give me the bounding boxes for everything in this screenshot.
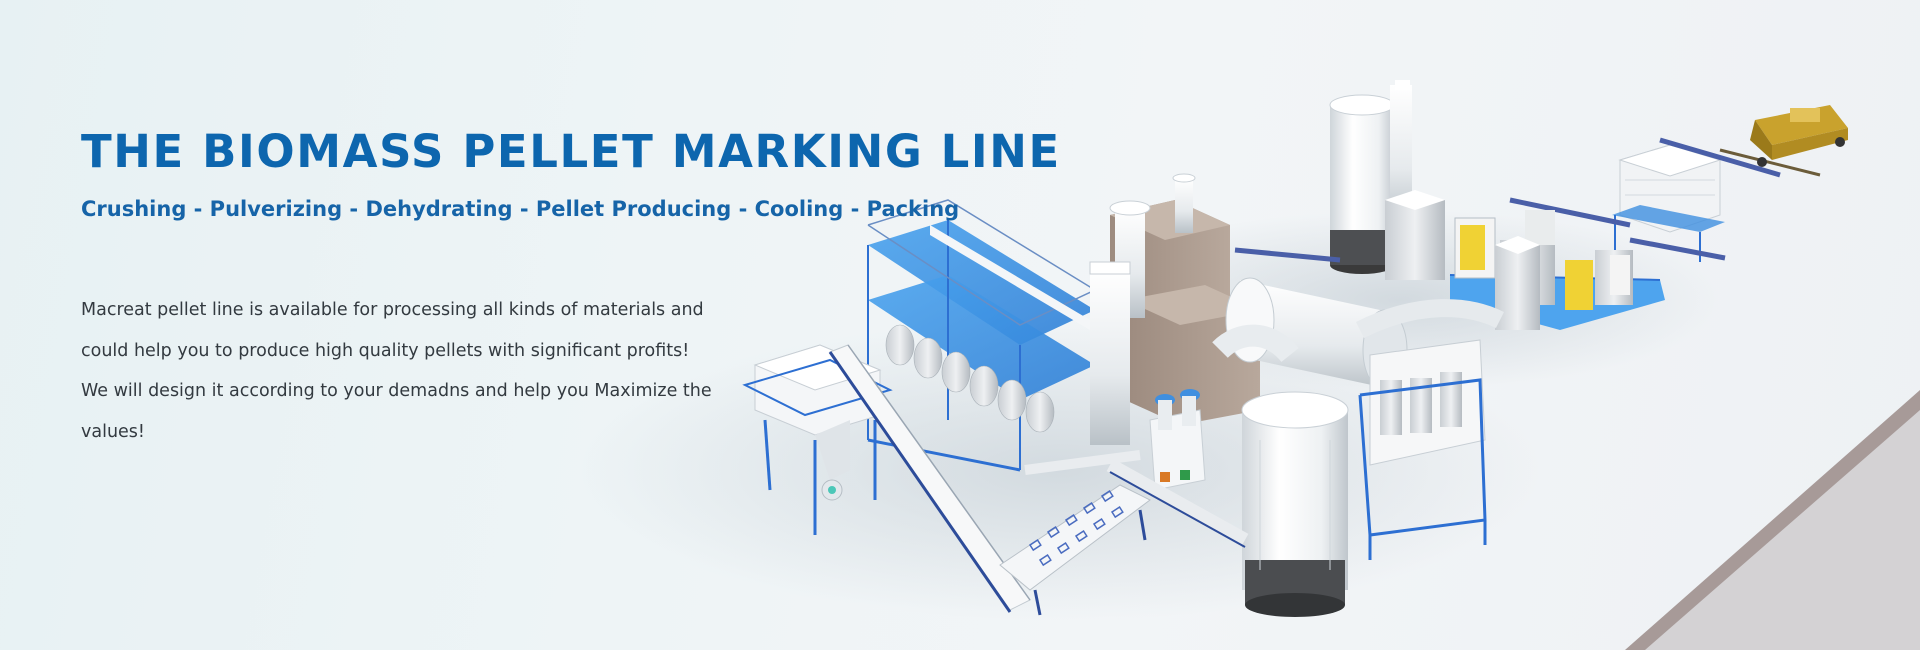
- truck-icon: [1719, 105, 1848, 177]
- vibrating-screen: [999, 484, 1151, 616]
- conveyor-icon: [828, 344, 1141, 613]
- cyclone-rack: [1355, 299, 1505, 560]
- process-steps-subtitle: Crushing - Pulverizing - Dehydrating - P…: [81, 197, 960, 221]
- packing-unit: [1509, 137, 1781, 262]
- floor-edge-shade: [1625, 390, 1920, 650]
- silo-icon: [1329, 80, 1412, 274]
- bottom-conveyor: [1106, 458, 1249, 547]
- hero-description: Macreat pellet line is available for pro…: [81, 300, 712, 442]
- hero-text: THE BIOMASS PELLET MARKING LINE Crushing…: [81, 120, 1061, 224]
- heat-duct: [1109, 173, 1260, 425]
- crusher-rack: [867, 199, 1131, 472]
- cyclone-icon: [1385, 190, 1540, 330]
- page-title: THE BIOMASS PELLET MARKING LINE: [81, 125, 1061, 178]
- blower-units: [1149, 389, 1206, 491]
- front-silo: [1241, 391, 1349, 617]
